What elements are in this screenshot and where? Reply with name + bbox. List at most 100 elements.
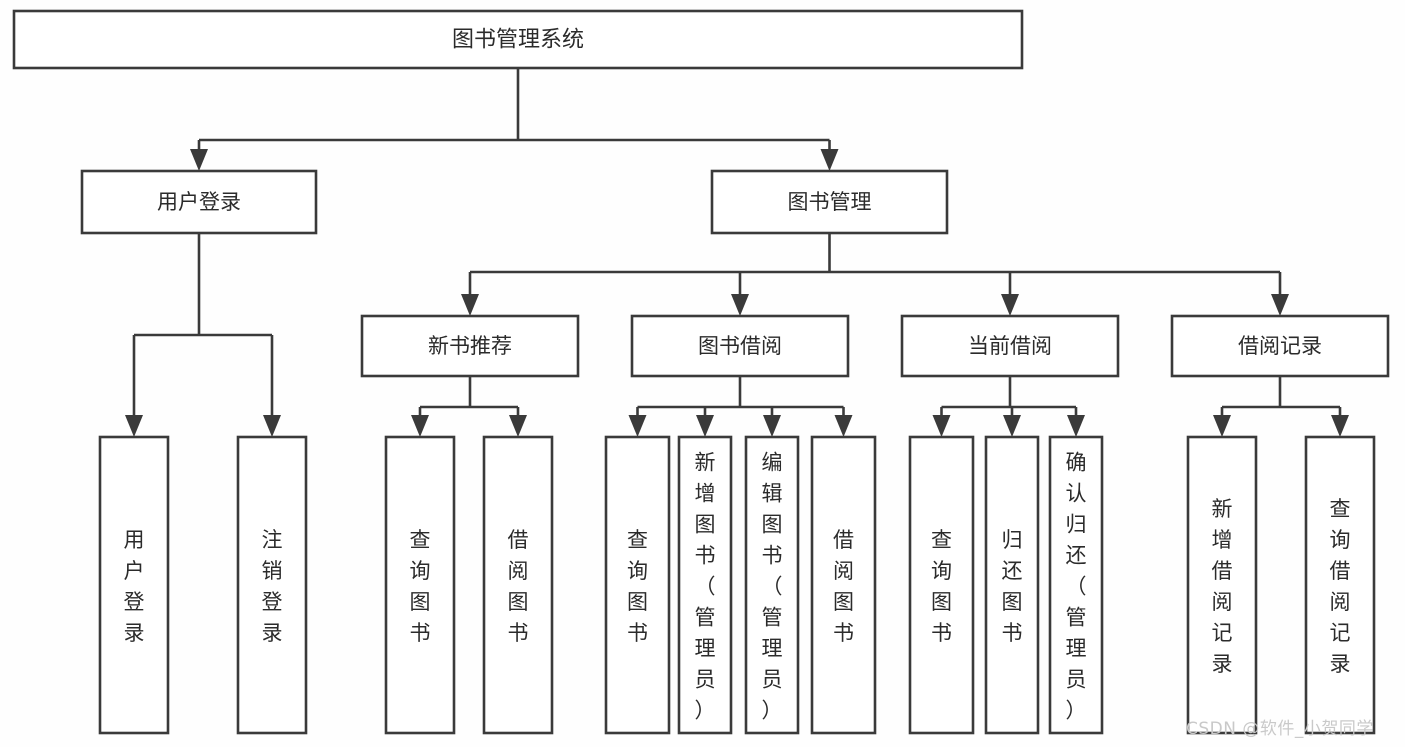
svg-text:录: 录	[1212, 652, 1233, 676]
node-leaf-current-borrow-0-rect[interactable]	[908, 435, 975, 735]
node-level3-借阅记录[interactable]: 借阅记录	[1170, 314, 1390, 378]
node-level2-图书管理-rect[interactable]	[710, 169, 949, 235]
current-borrow-to-leaves-arrow-1	[1003, 415, 1021, 437]
svg-text:阅: 阅	[1212, 590, 1233, 614]
svg-text:登: 登	[262, 590, 283, 614]
node-level3-当前借阅[interactable]: 当前借阅	[900, 314, 1120, 378]
node-leaf-book-borrow-3-rect[interactable]	[810, 435, 877, 735]
svg-text:登: 登	[124, 590, 145, 614]
node-leaf-borrow-record-1-rect[interactable]	[1304, 435, 1376, 735]
root-to-level2-arrow-1	[820, 149, 839, 171]
svg-text:查: 查	[627, 528, 648, 552]
svg-text:录: 录	[124, 621, 145, 645]
node-level2-用户登录[interactable]: 用户登录	[80, 169, 318, 235]
node-level2-label-0: 用户登录	[157, 190, 241, 214]
bookmgmt-to-level3-arrow-2	[1001, 294, 1019, 316]
node-root-label: 图书管理系统	[452, 28, 584, 53]
node-root-图书管理系统[interactable]: 图书管理系统	[12, 9, 1024, 70]
node-level3-label-0: 新书推荐	[428, 334, 512, 358]
node-level3-图书借阅-rect[interactable]	[630, 314, 850, 378]
svg-text:询: 询	[931, 559, 952, 583]
borrow-record-to-leaves-arrow-0	[1213, 415, 1231, 437]
node-leaf-book-borrow-2-rect[interactable]	[744, 435, 800, 735]
svg-text:图: 图	[833, 590, 854, 614]
svg-text:书: 书	[762, 544, 783, 568]
node-leaf-new-book-recommend-1-rect[interactable]	[482, 435, 554, 735]
node-level3-label-1: 图书借阅	[698, 334, 782, 358]
node-leaf-new-book-recommend-0-rect[interactable]	[384, 435, 456, 735]
svg-text:注: 注	[262, 528, 283, 552]
svg-text:图: 图	[508, 590, 529, 614]
node-leaf-user-login-0[interactable]: 用户登录	[98, 435, 170, 735]
root-to-level2-arrow-0	[190, 149, 208, 171]
svg-text:书: 书	[508, 621, 529, 645]
node-leaf-book-borrow-1-rect[interactable]	[677, 435, 733, 735]
borrow-record-to-leaves-arrow-1	[1331, 415, 1349, 437]
new-book-recommend-to-leaves-arrow-1	[509, 415, 527, 437]
svg-text:管: 管	[1066, 606, 1087, 630]
svg-text:书: 书	[695, 544, 716, 568]
svg-text:）: ）	[762, 699, 783, 723]
node-level3-新书推荐-rect[interactable]	[360, 314, 580, 378]
node-level3-新书推荐[interactable]: 新书推荐	[360, 314, 580, 378]
svg-text:管: 管	[695, 606, 716, 630]
svg-text:理: 理	[695, 637, 716, 661]
node-leaf-user-login-0-rect[interactable]	[98, 435, 170, 735]
node-level3-图书借阅[interactable]: 图书借阅	[630, 314, 850, 378]
node-level3-借阅记录-rect[interactable]	[1170, 314, 1390, 378]
connector-lines	[125, 68, 1349, 437]
svg-text:员: 员	[695, 668, 716, 692]
node-level3-当前借阅-rect[interactable]	[900, 314, 1120, 378]
svg-text:录: 录	[262, 621, 283, 645]
svg-text:还: 还	[1066, 544, 1087, 568]
node-leaf-current-borrow-1-rect[interactable]	[984, 435, 1040, 735]
node-leaf-label-user-login-0: 用户登录	[124, 528, 145, 645]
svg-text:询: 询	[627, 559, 648, 583]
svg-text:询: 询	[410, 559, 431, 583]
node-level2-用户登录-rect[interactable]	[80, 169, 318, 235]
svg-text:图: 图	[410, 590, 431, 614]
svg-text:员: 员	[762, 668, 783, 692]
bookmgmt-to-level3-arrow-3	[1271, 294, 1289, 316]
node-level2-图书管理[interactable]: 图书管理	[710, 169, 949, 235]
svg-text:图: 图	[627, 590, 648, 614]
node-root-图书管理系统-rect[interactable]	[12, 9, 1024, 70]
svg-text:户: 户	[124, 559, 145, 583]
svg-text:归: 归	[1066, 513, 1087, 537]
node-leaf-book-borrow-0-rect[interactable]	[604, 435, 671, 735]
node-leaf-current-borrow-2-rect[interactable]	[1048, 435, 1104, 735]
svg-text:书: 书	[1002, 621, 1023, 645]
svg-text:阅: 阅	[1330, 590, 1351, 614]
svg-text:图: 图	[695, 513, 716, 537]
book-borrow-to-leaves-arrow-2	[763, 415, 781, 437]
node-level3-label-3: 借阅记录	[1238, 334, 1322, 358]
svg-text:增: 增	[1212, 528, 1233, 552]
svg-text:查: 查	[1330, 497, 1351, 521]
node-leaf-borrow-record-0-rect[interactable]	[1186, 435, 1258, 735]
svg-text:查: 查	[931, 528, 952, 552]
svg-text:认: 认	[1066, 482, 1087, 506]
node-leaf-user-login-1-rect[interactable]	[236, 435, 308, 735]
svg-text:图: 图	[931, 590, 952, 614]
